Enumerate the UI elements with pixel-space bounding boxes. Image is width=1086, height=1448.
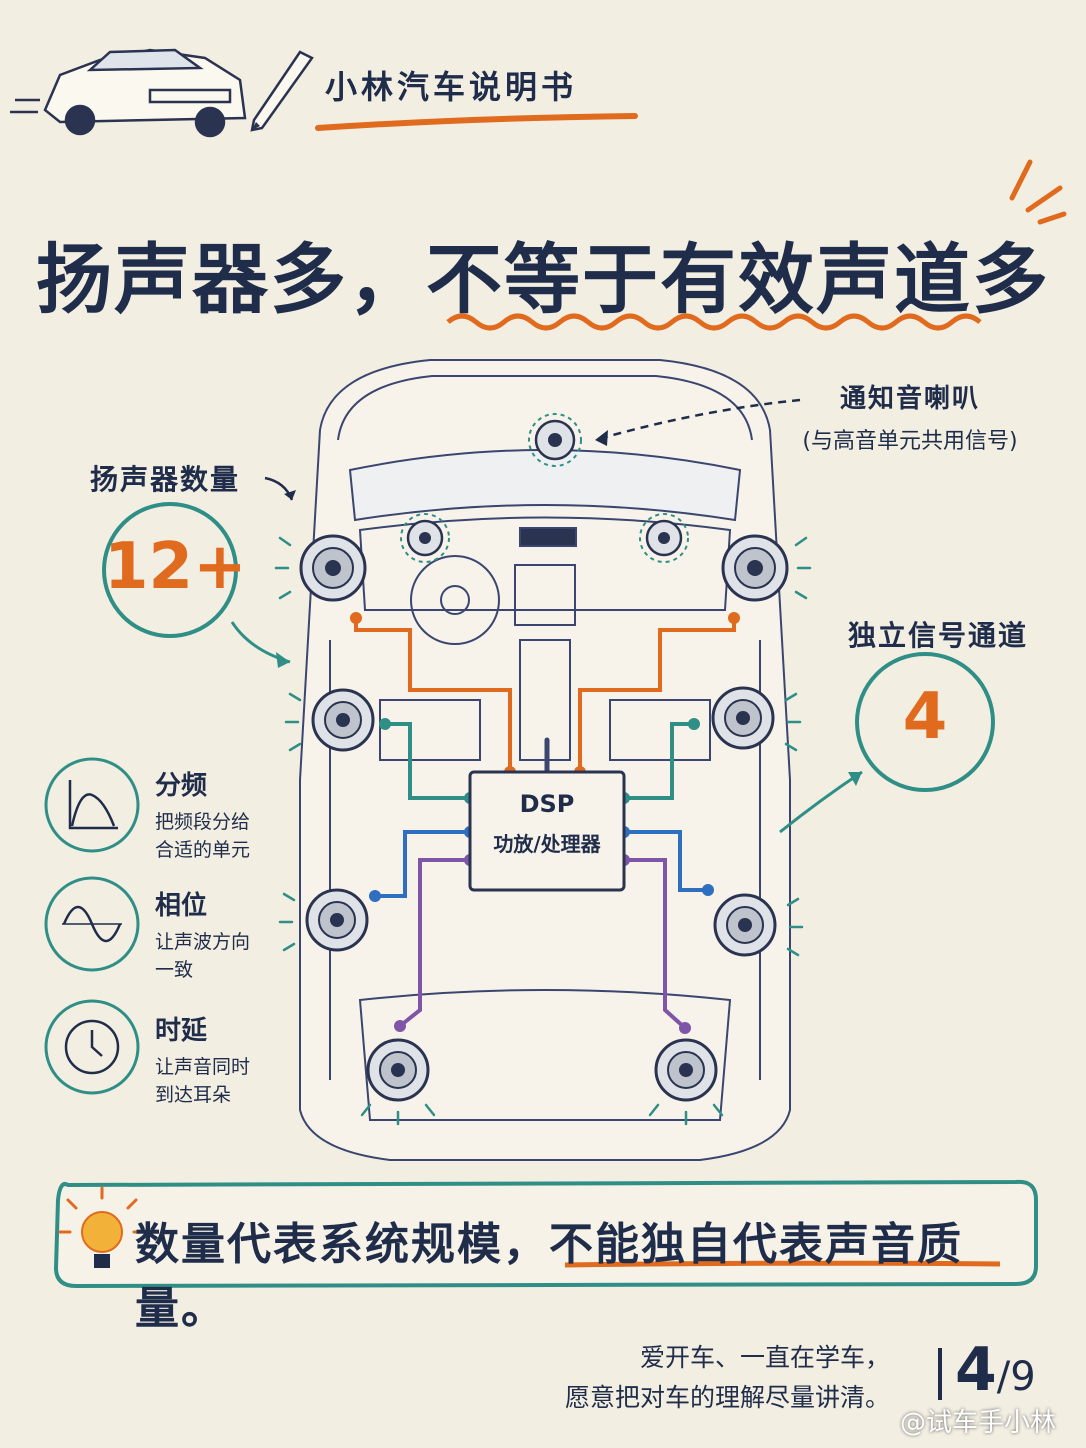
dsp-label: DSP 功放/处理器 xyxy=(470,772,624,890)
clock-icon xyxy=(44,999,140,1095)
banner-emphasis: 不能独自代表声音质量。 xyxy=(135,1219,963,1334)
speaker-door-rear-left xyxy=(305,888,369,952)
page-current: 4 xyxy=(955,1335,997,1405)
feature-desc: 把频段分给 xyxy=(155,811,251,833)
dsp-box xyxy=(468,770,626,892)
feature-desc: 让声波方向 xyxy=(155,931,251,953)
channels-label: 独立信号通道 xyxy=(848,619,1029,652)
speaker-rear-left xyxy=(366,1038,430,1102)
speaker-count-ring xyxy=(102,502,238,638)
feature-title: 相位 xyxy=(155,891,208,921)
headline-wavy-underline xyxy=(446,313,982,331)
feature-desc: 到达耳朵 xyxy=(155,1084,232,1106)
crossover-curve-icon xyxy=(44,757,140,853)
brand-title: 小林汽车说明书 xyxy=(325,68,578,106)
feature-title: 时延 xyxy=(155,1016,208,1046)
headline-part2: 不等于有效声道多 xyxy=(426,235,1050,324)
feature-desc: 合适的单元 xyxy=(155,839,251,861)
feature-title: 分频 xyxy=(155,771,208,801)
feature-crossover: 分频 把频段分给合适的单元 xyxy=(155,765,250,864)
watermark: @试车手小林 xyxy=(900,1408,1057,1438)
banner-underline xyxy=(564,1260,1001,1268)
speaker-count-value: 12+ xyxy=(104,530,247,604)
page-total: 9 xyxy=(1010,1354,1036,1400)
dsp-line1: DSP xyxy=(519,790,575,818)
headline: 扬声器多，不等于有效声道多 xyxy=(0,218,1086,328)
notification-note: 通知音喇叭 (与高音单元共用信号) xyxy=(770,378,1050,455)
signal-wires xyxy=(354,616,736,1030)
footer-line1: 爱开车、一直在学车， xyxy=(639,1343,890,1372)
feature-delay: 时延 让声音同时到达耳朵 xyxy=(155,1010,250,1109)
speaker-tweeter-left xyxy=(400,513,450,563)
channels-value: 4 xyxy=(902,680,948,754)
sound-ticks xyxy=(274,536,812,1126)
lightbulb-icon xyxy=(58,1186,146,1268)
speaker-tweeter-right xyxy=(639,513,689,563)
brand-underline xyxy=(315,113,638,131)
speaker-rear-right xyxy=(654,1038,718,1102)
notification-label: 通知音喇叭 xyxy=(839,384,980,414)
channels-ring xyxy=(855,652,995,792)
footer-line2: 愿意把对车的理解尽量讲清。 xyxy=(564,1383,890,1412)
accent-rays xyxy=(1009,159,1067,225)
speaker-notification xyxy=(528,413,582,467)
pen-icon xyxy=(250,50,314,132)
sine-wave-icon xyxy=(44,876,140,972)
speaker-door-rear-right xyxy=(713,893,777,957)
banner-frame xyxy=(53,1179,1038,1289)
speaker-count-label: 扬声器数量 xyxy=(90,463,241,496)
page-indicator: 4/9 xyxy=(955,1335,1036,1405)
speaker-front-left xyxy=(299,534,367,602)
speaker-door-front-right xyxy=(711,686,775,750)
car-sketch-icon xyxy=(10,48,247,138)
speaker-front-right xyxy=(721,534,789,602)
conclusion-banner: 数量代表系统规模，不能独自代表声音质量。 xyxy=(135,1208,1015,1336)
speaker-door-front-left xyxy=(311,688,375,752)
notification-sub: (与高音单元共用信号) xyxy=(802,429,1018,454)
feature-phase: 相位 让声波方向一致 xyxy=(155,885,250,984)
banner-text: 数量代表系统规模， xyxy=(135,1219,549,1270)
dsp-line2: 功放/处理器 xyxy=(493,832,601,856)
headline-part1: 扬声器多， xyxy=(36,235,426,324)
notification-arrow xyxy=(594,398,801,442)
feature-desc: 一致 xyxy=(155,959,194,981)
feature-desc: 让声音同时 xyxy=(155,1056,251,1078)
footer-text: 爱开车、一直在学车， 愿意把对车的理解尽量讲清。 xyxy=(420,1338,890,1418)
